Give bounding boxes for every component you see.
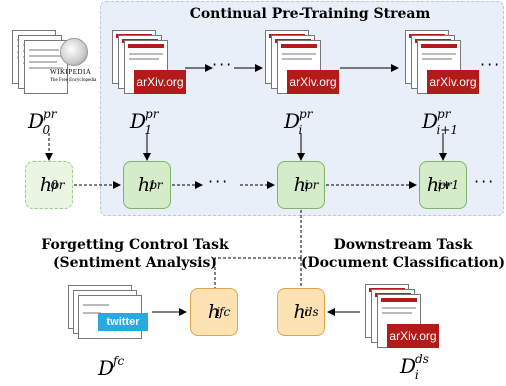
label-d1: Dpr1	[130, 107, 159, 137]
arxiv-stack-i: arXiv.org	[265, 30, 345, 100]
node-ellipsis-1: ···	[208, 172, 230, 191]
wikipedia-stack: WIKIPEDIA The Free Encyclopedia	[12, 30, 96, 100]
label-di1: Dpri+1	[422, 107, 458, 137]
label-di: Dpri	[284, 107, 313, 137]
node-ellipsis-2: ···	[474, 172, 496, 191]
stream-ellipsis-1: ···	[212, 55, 234, 74]
arxiv-stack-i1: arXiv.org	[405, 30, 485, 100]
twitter-stack: twitter	[68, 285, 152, 345]
edge-hi-hfc	[214, 257, 301, 290]
stream-title: Continual Pre-Training Stream	[189, 6, 431, 22]
arxiv-logo: arXiv.org	[134, 70, 186, 94]
downstream-task-title: Downstream Task (Document Classification…	[300, 237, 506, 271]
label-dfc: Dfc	[98, 354, 125, 380]
wikipedia-tagline: The Free Encyclopedia	[50, 78, 97, 83]
arxiv-logo: arXiv.org	[287, 70, 339, 94]
stream-ellipsis-2: ···	[480, 55, 502, 74]
twitter-logo: twitter	[98, 313, 148, 331]
arxiv-logo: arXiv.org	[427, 70, 479, 94]
wikipedia-name: WIKIPEDIA	[50, 68, 92, 76]
arxiv-logo: arXiv.org	[387, 324, 439, 348]
forgetting-task-title: Forgetting Control Task (Sentiment Analy…	[41, 237, 229, 271]
wikipedia-globe-icon	[60, 38, 88, 66]
label-d0: Dpr0	[28, 107, 57, 137]
label-dds: Ddsi	[400, 352, 429, 382]
arxiv-stack-ds: arXiv.org	[365, 284, 445, 354]
arxiv-stack-1: arXiv.org	[112, 30, 192, 100]
